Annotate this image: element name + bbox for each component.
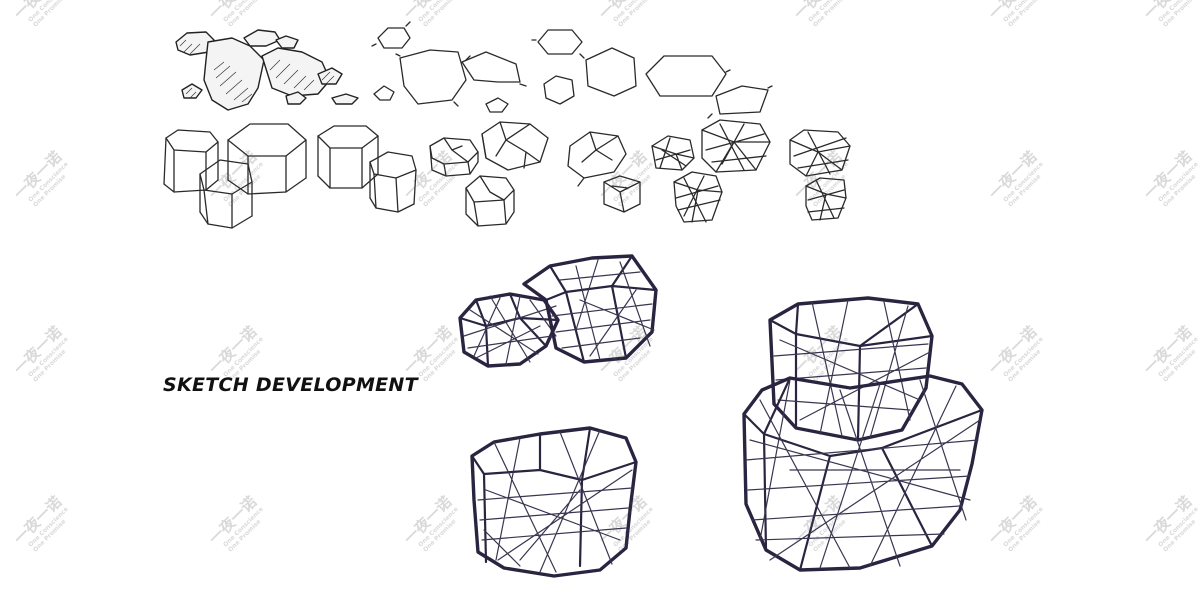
hex-prisms xyxy=(163,123,417,229)
rock-cluster-sketch xyxy=(175,29,359,111)
ink-rock-pair-upper xyxy=(458,254,658,368)
outline-polygons-1 xyxy=(371,21,527,113)
crosshatched-boxes xyxy=(651,119,851,223)
faceted-polyhedra xyxy=(429,121,641,227)
sketch-development-caption: SKETCH DEVELOPMENT xyxy=(163,374,418,396)
outline-polygons-2 xyxy=(531,29,773,119)
ink-rock-lower xyxy=(470,426,638,578)
ink-rock-stack-right xyxy=(742,296,984,572)
